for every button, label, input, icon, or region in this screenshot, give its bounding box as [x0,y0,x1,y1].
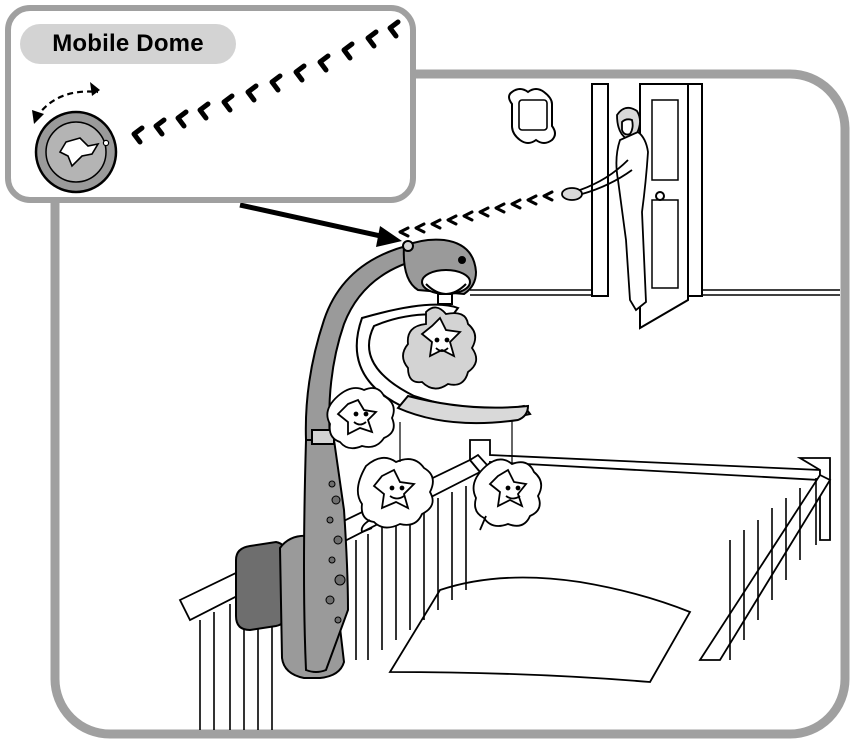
plush-star-left [327,388,393,448]
callout-label-mobile-dome: Mobile Dome [20,24,236,64]
door [592,84,702,328]
